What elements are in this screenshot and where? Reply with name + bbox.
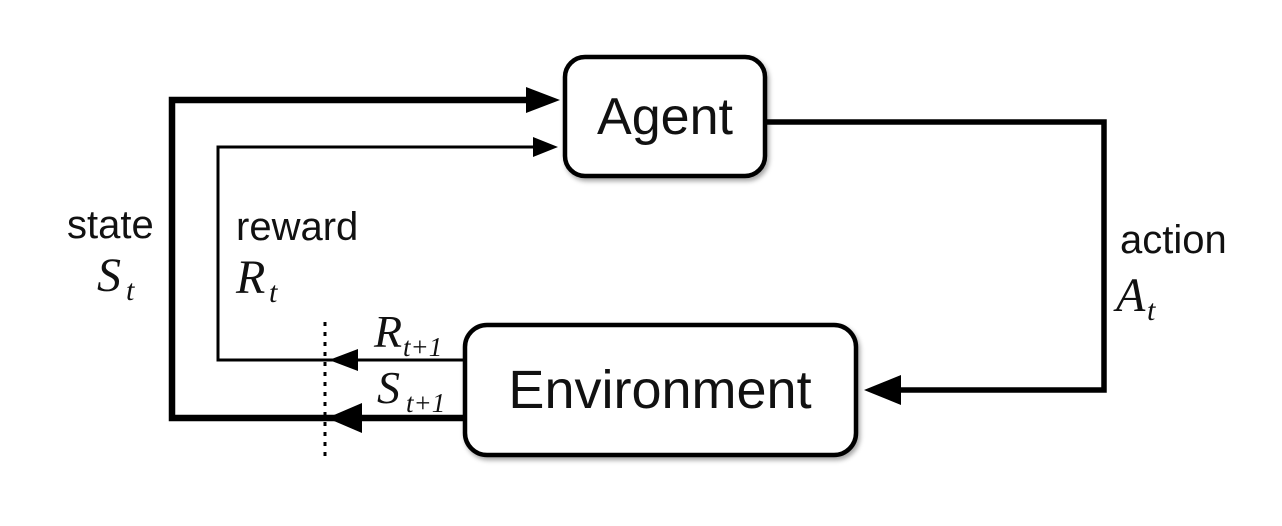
- state-word-label: state: [67, 203, 154, 247]
- action-arrowhead-into-environment-icon: [864, 375, 901, 405]
- state-symbol: S: [97, 249, 121, 302]
- connectors: [168, 87, 1107, 459]
- next-state-arrowhead-icon: [327, 403, 362, 433]
- reward-symbol-subscript: t: [269, 276, 278, 309]
- state-symbol-subscript: t: [126, 274, 135, 307]
- agent-label: Agent: [597, 88, 733, 146]
- next-state-subscript: t+1: [406, 388, 445, 418]
- reward-symbol: R: [235, 251, 265, 304]
- environment-label: Environment: [508, 360, 811, 420]
- reward-word-label: reward: [236, 205, 358, 249]
- next-state-symbol: S: [377, 362, 400, 413]
- reward-arrowhead-into-agent-icon: [533, 137, 558, 157]
- next-reward-symbol: R: [373, 306, 402, 357]
- state-arrowhead-into-agent-icon: [526, 87, 560, 113]
- action-word-label: action: [1120, 218, 1227, 262]
- edge-labels: state S t reward R t action A t R t+1 S …: [67, 203, 1227, 418]
- action-symbol: A: [1113, 269, 1146, 322]
- nodes: Agent Environment: [462, 54, 859, 458]
- next-reward-arrowhead-icon: [329, 349, 358, 371]
- next-reward-subscript: t+1: [403, 332, 442, 362]
- action-symbol-subscript: t: [1147, 294, 1156, 327]
- action-flow-line: [766, 119, 1107, 393]
- environment-box: [462, 322, 859, 458]
- agent-box: [562, 54, 768, 179]
